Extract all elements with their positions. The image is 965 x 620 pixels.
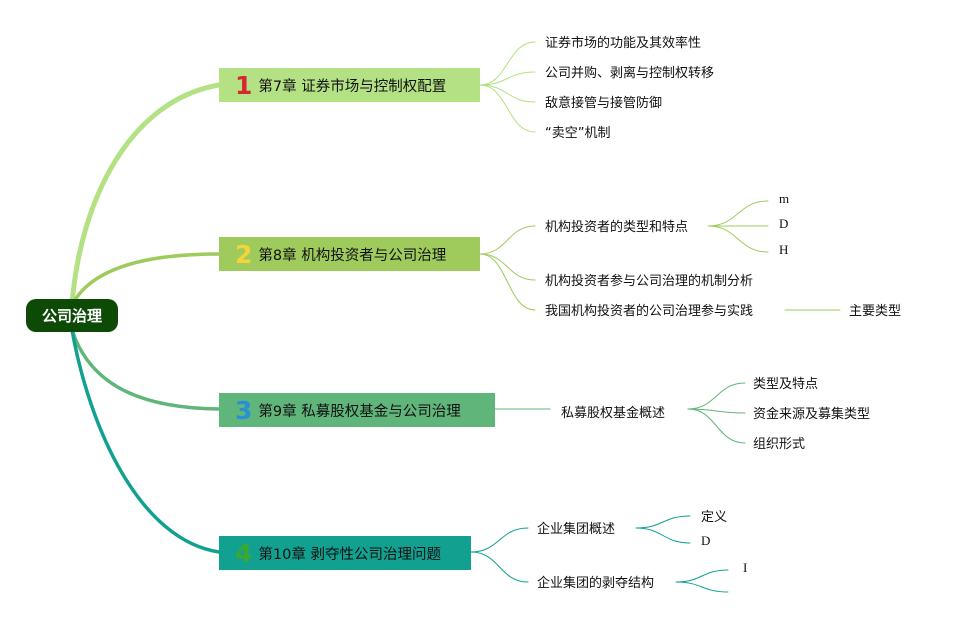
chapter-title-4: 第10章 剥夺性公司治理问题 bbox=[258, 546, 441, 563]
chapter-node-1[interactable]: 1 第7章 证券市场与控制权配置 bbox=[219, 68, 480, 102]
chapter-node-3[interactable]: 3 第9章 私募股权基金与公司治理 bbox=[219, 393, 495, 427]
link-2-2 bbox=[479, 253, 536, 281]
link-1-4 bbox=[479, 84, 536, 133]
chapter-number-1: 1 bbox=[235, 70, 253, 100]
subtopic-2-1-3[interactable]: H bbox=[779, 242, 789, 257]
link-4-1-1 bbox=[635, 515, 691, 529]
branch-root-2 bbox=[70, 252, 221, 307]
subtopic-4-1-1[interactable]: 定义 bbox=[701, 510, 728, 525]
topic-4-1[interactable]: 企业集团概述 bbox=[537, 522, 616, 537]
subtopic-4-1-2[interactable]: D bbox=[701, 533, 711, 548]
link-2-3 bbox=[479, 253, 536, 311]
topic-4-2[interactable]: 企业集团的剥夺结构 bbox=[537, 576, 655, 591]
link-4-2-2 bbox=[675, 581, 729, 593]
link-3-1-3 bbox=[687, 408, 746, 444]
link-2-1 bbox=[479, 225, 536, 255]
chapter-title-1: 第7章 证券市场与控制权配置 bbox=[258, 78, 447, 95]
topic-1-2[interactable]: 公司并购、剥离与控制权转移 bbox=[545, 66, 715, 81]
root-node[interactable]: 公司治理 bbox=[26, 299, 118, 332]
branch-root-3 bbox=[70, 328, 221, 411]
topic-2-1[interactable]: 机构投资者的类型和特点 bbox=[545, 220, 689, 235]
link-2-1-1 bbox=[707, 200, 769, 227]
chapter-title-2: 第8章 机构投资者与公司治理 bbox=[258, 247, 447, 264]
topic-1-1[interactable]: 证券市场的功能及其效率性 bbox=[545, 36, 702, 51]
link-1-1 bbox=[479, 41, 536, 86]
subtopic-4-2-1[interactable]: I bbox=[743, 560, 748, 575]
link-4-1-2 bbox=[635, 527, 691, 544]
link-2-1-3 bbox=[707, 225, 769, 253]
topic-3-1[interactable]: 私募股权基金概述 bbox=[561, 406, 666, 421]
chapter-number-4: 4 bbox=[235, 538, 253, 568]
chapter-title-3: 第9章 私募股权基金与公司治理 bbox=[258, 403, 461, 420]
subtopic-3-1-2[interactable]: 资金来源及募集类型 bbox=[753, 407, 871, 422]
link-3-1-2 bbox=[687, 408, 746, 414]
chapter-node-2[interactable]: 2 第8章 机构投资者与公司治理 bbox=[219, 237, 480, 271]
topic-2-2[interactable]: 机构投资者参与公司治理的机制分析 bbox=[545, 274, 754, 289]
chapter-node-4[interactable]: 4 第10章 剥夺性公司治理问题 bbox=[219, 536, 471, 570]
link-4-2 bbox=[470, 551, 529, 583]
chapter-number-2: 2 bbox=[235, 239, 253, 269]
subtopic-2-1-2[interactable]: D bbox=[779, 216, 789, 231]
link-3-1-1 bbox=[687, 382, 746, 410]
topic-2-3[interactable]: 我国机构投资者的公司治理参与实践 bbox=[545, 304, 754, 319]
link-4-2-1 bbox=[675, 569, 729, 583]
subtopic-3-1-3[interactable]: 组织形式 bbox=[753, 437, 806, 452]
topic-1-4[interactable]: “卖空”机制 bbox=[545, 126, 611, 141]
link-1-2 bbox=[479, 71, 536, 86]
link-4-1 bbox=[470, 527, 529, 553]
subtopic-2-3-1[interactable]: 主要类型 bbox=[849, 304, 902, 319]
subtopic-2-1-1[interactable]: m bbox=[779, 191, 790, 206]
topic-1-3[interactable]: 敌意接管与接管防御 bbox=[545, 96, 663, 111]
chapter-number-3: 3 bbox=[235, 395, 253, 425]
branch-root-1 bbox=[69, 82, 222, 308]
link-1-3 bbox=[479, 84, 536, 103]
branch-root-4 bbox=[70, 328, 221, 554]
root-label: 公司治理 bbox=[41, 307, 102, 325]
subtopic-3-1-1[interactable]: 类型及特点 bbox=[753, 377, 819, 392]
